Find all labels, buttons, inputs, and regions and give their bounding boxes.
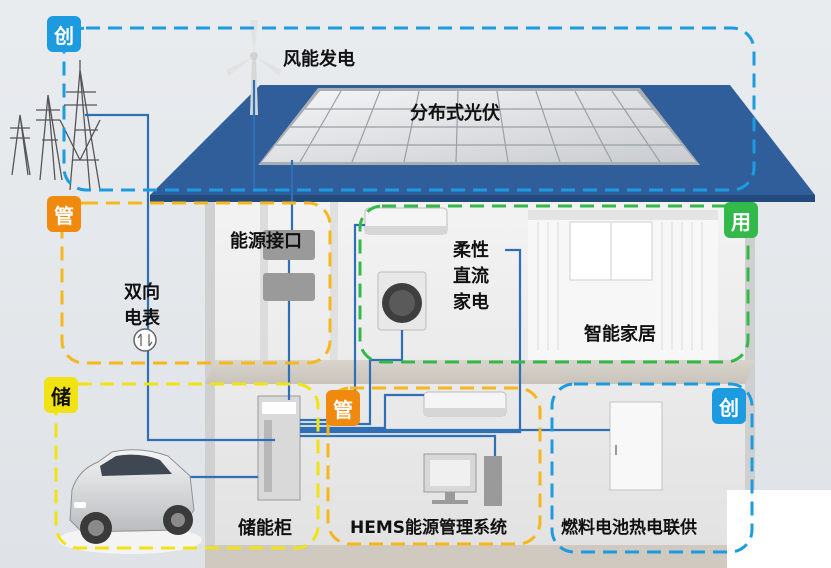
label-wind: 风能发电: [283, 49, 355, 70]
badge-chu: 储: [44, 377, 78, 413]
wardrobe-icon: [528, 210, 718, 360]
refrigerator-icon: [609, 401, 663, 491]
label-energy-interface: 能源接口: [230, 231, 302, 252]
computer-icon: [423, 453, 502, 506]
zone-store: [54, 382, 320, 550]
label-fuel-cell: 燃料电池热电联供: [561, 518, 697, 538]
zone-boxes: [54, 26, 756, 554]
label-flexible-dc-line2: 直流: [453, 266, 489, 287]
label-smart-home: 智能家居: [584, 324, 656, 345]
corner-blank: [727, 490, 831, 568]
label-storage-cabinet: 储能柜: [238, 518, 292, 539]
badge-guan-center: 管: [326, 390, 360, 426]
wiring: [85, 80, 610, 479]
power-tower-icon: [10, 60, 101, 191]
zone-manage-center: [326, 386, 542, 546]
electric-car-icon: [58, 449, 202, 554]
label-meter: 双向 电表: [124, 280, 160, 332]
badge-yong: 用: [724, 202, 758, 238]
washing-machine-icon: [377, 271, 427, 331]
label-flexible-dc-line3: 家电: [453, 292, 489, 313]
solar-panel-icon: [258, 88, 700, 165]
meter-icon: [133, 328, 157, 352]
air-conditioner-icon: [364, 207, 507, 417]
label-meter-line2: 电表: [124, 308, 160, 329]
label-pv: 分布式光伏: [410, 103, 500, 124]
zone-use: [358, 204, 750, 364]
label-meter-line1: 双向: [124, 282, 160, 303]
energy-cabinet-icon: [257, 395, 301, 501]
zone-create-right: [550, 382, 754, 554]
zone-manage-left: [60, 201, 332, 365]
label-hems: HEMS能源管理系统: [350, 518, 508, 538]
badge-chuang-top: 创: [47, 16, 81, 52]
zone-create-top: [62, 26, 756, 192]
badge-guan-left: 管: [47, 196, 81, 232]
badge-chuang-right: 创: [712, 388, 746, 424]
label-flexible-dc-line1: 柔性: [453, 240, 489, 261]
label-flexible-dc: 柔性 直流 家电: [453, 238, 489, 316]
energy-interface-devices: [263, 230, 315, 301]
